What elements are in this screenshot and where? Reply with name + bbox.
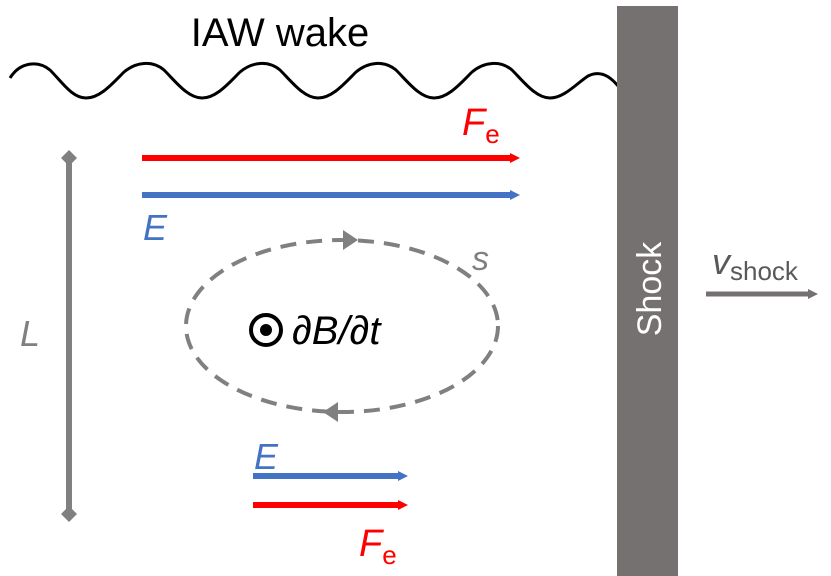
out-of-page-dot-center <box>260 324 272 336</box>
loop-arrow-top <box>343 230 358 250</box>
length-bar-bottom-cap <box>61 506 77 522</box>
shock-wall <box>617 6 678 576</box>
velocity-label: vshock <box>712 241 799 286</box>
shock-label: Shock <box>631 241 669 336</box>
diagram-title: IAW wake <box>191 11 370 55</box>
length-label: L <box>20 313 40 354</box>
loop-arrow-bottom <box>323 402 338 422</box>
path-label: s <box>472 240 489 278</box>
lower-force-label: Fe <box>359 523 397 570</box>
lower-field-label: E <box>254 436 279 477</box>
field-rate-label: ∂B/∂t <box>292 309 382 353</box>
upper-field-label: E <box>143 207 168 248</box>
wake-wave <box>8 62 620 100</box>
integration-loop <box>184 238 500 414</box>
upper-force-label: Fe <box>462 102 500 149</box>
length-bar-top-cap <box>61 150 77 166</box>
out-of-page-dot-icon <box>249 313 283 347</box>
